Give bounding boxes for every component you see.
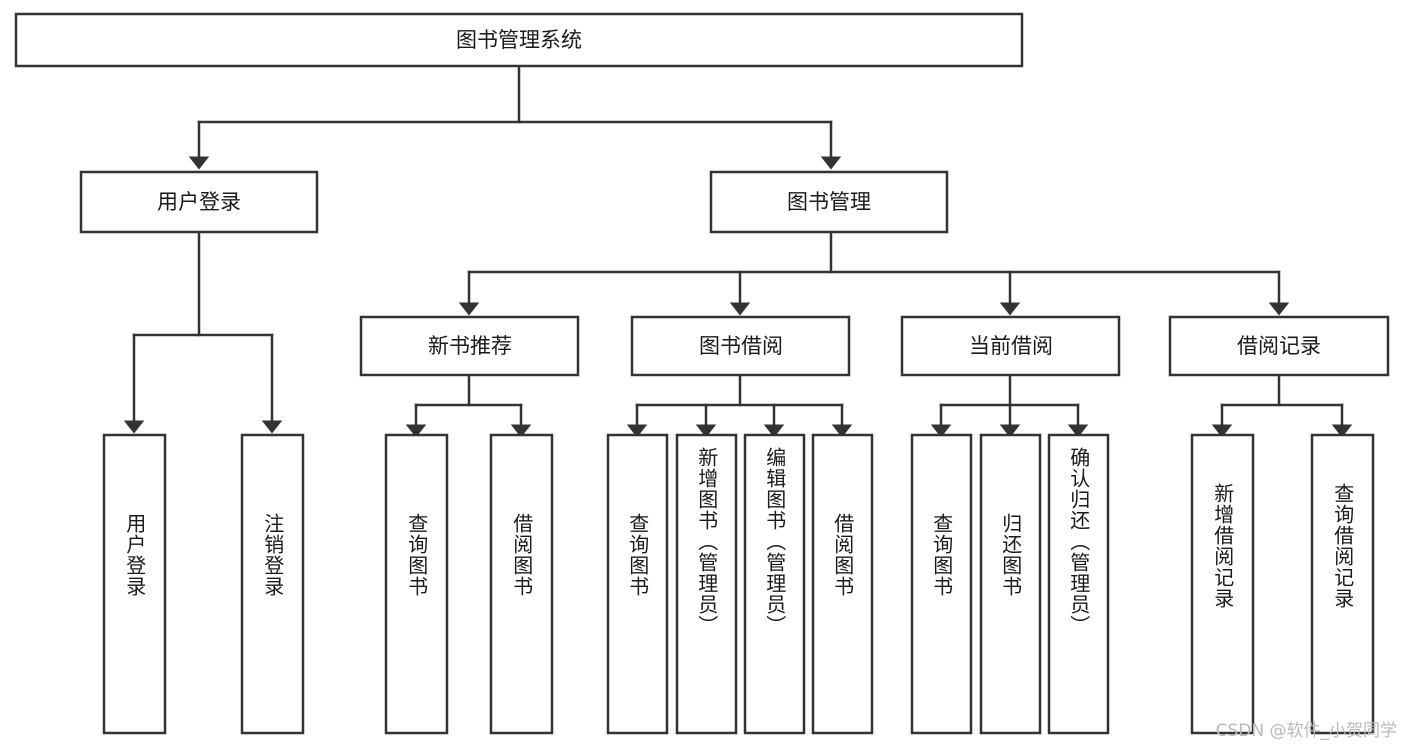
node-box-borrow-record[interactable] bbox=[1168, 315, 1390, 377]
node-label-book-manage: 图书管理 bbox=[787, 190, 871, 214]
node-label-borrow-record: 借阅记录 bbox=[1237, 334, 1321, 358]
leaf-box-book-borrow-3[interactable] bbox=[743, 433, 806, 735]
node-label-root: 图书管理系统 bbox=[456, 28, 582, 52]
node-label-current-borrow: 当前借阅 bbox=[969, 334, 1053, 358]
leaf-box-user-login-2[interactable] bbox=[240, 433, 305, 735]
node-box-root[interactable] bbox=[14, 12, 1024, 68]
leaf-box-book-borrow-1[interactable] bbox=[606, 433, 669, 735]
leaf-box-borrow-record-2[interactable] bbox=[1310, 433, 1375, 735]
leaf-box-borrow-record-1[interactable] bbox=[1190, 433, 1255, 735]
node-box-book-borrow[interactable] bbox=[630, 315, 851, 377]
leaf-box-new-book-2[interactable] bbox=[489, 433, 554, 735]
leaf-box-book-borrow-2[interactable] bbox=[675, 433, 738, 735]
leaf-box-new-book-1[interactable] bbox=[384, 433, 449, 735]
node-label-book-borrow: 图书借阅 bbox=[699, 334, 783, 358]
leaf-box-current-borrow-2[interactable] bbox=[979, 433, 1042, 735]
leaf-box-user-login-1[interactable] bbox=[102, 433, 167, 735]
node-label-user-login: 用户登录 bbox=[157, 190, 241, 214]
node-box-book-manage[interactable] bbox=[709, 170, 949, 234]
leaf-box-book-borrow-4[interactable] bbox=[811, 433, 874, 735]
node-box-user-login[interactable] bbox=[79, 170, 319, 234]
node-box-current-borrow[interactable] bbox=[900, 315, 1121, 377]
leaf-box-current-borrow-1[interactable] bbox=[910, 433, 973, 735]
watermark: CSDN @软件_小贺同学 bbox=[1215, 721, 1397, 741]
leaf-box-current-borrow-3[interactable] bbox=[1047, 433, 1110, 735]
node-label-new-book-recommend: 新书推荐 bbox=[428, 334, 512, 358]
node-box-new-book-recommend[interactable] bbox=[359, 315, 580, 377]
